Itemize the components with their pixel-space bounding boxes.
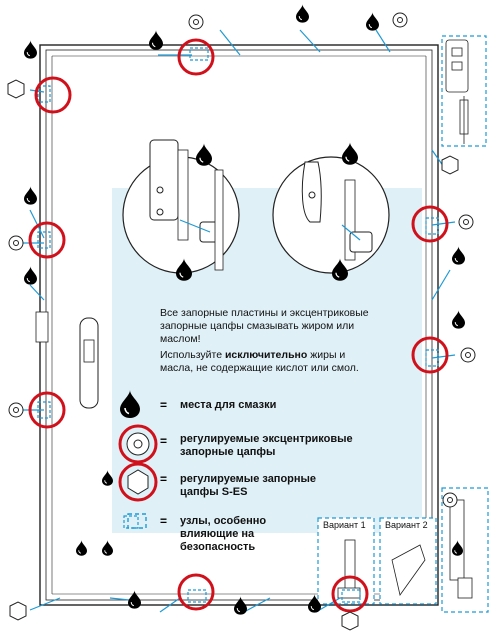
legend-equals-4: = [160,514,168,528]
ses-trunnion-icons [7,79,459,631]
highlight-circle-top [177,38,215,76]
variant-1-label: Вариант 1 [322,520,367,530]
instruction-line-5: масла, не содержащие кислот или смол. [160,362,359,374]
legend-equals-2: = [160,434,168,448]
legend-ses-line-2: цапфы S-ES [180,486,248,498]
legend-eccentric-line-2: запорные цапфы [180,446,276,458]
instruction-line-4-pre: Используйте [160,349,225,361]
highlight-circle-left-lower [28,391,66,429]
safety-brackets-frame [37,47,439,603]
legend-eccentric-icon [118,424,158,464]
instruction-emphasis: исключительно [224,349,308,361]
safety-bracket-bottom-hinge [441,487,489,613]
legend-equals-1: = [160,398,168,412]
legend-lubrication: места для смазки [180,399,277,411]
highlight-circle-left-middle [28,221,66,259]
window-handle [35,311,99,409]
legend-safety-line-2: влияющие на [180,528,255,540]
instruction-line-2: запорные цапфы смазывать жиром или [160,320,355,332]
legend-safety-line-3: безопасность [180,541,256,553]
instruction-line-3: маслом! [160,333,201,345]
legend-icons [118,424,158,529]
legend-eccentric-line-1: регулируемые эксцентриковые [180,433,353,445]
detail-view-left [122,139,240,274]
legend-ses: регулируемые запорные цапфы S-ES [180,473,380,499]
legend-safety: узлы, особенно влияющие на безопасность [180,515,310,554]
eccentric-trunnion-icons [8,12,476,508]
instruction-line-4-post: жиры и [307,349,346,361]
legend-eccentric: регулируемые эксцентриковые запорные цап… [180,433,380,459]
highlight-circle-left-upper [34,76,72,114]
legend-safety-line-1: узлы, особенно [180,515,267,527]
instruction-line-1: Все запорные пластины и эксцентриковые [160,307,369,319]
highlight-circle-right-lower [411,336,449,374]
top-hinge [445,39,469,144]
variant-2-label: Вариант 2 [384,520,429,530]
highlight-circles [28,38,449,613]
detail-view-right [272,156,390,274]
highlight-circle-bottom-left [177,573,215,611]
legend-safety-icon [127,513,147,529]
instruction-text: Все запорные пластины и эксцентриковые з… [160,307,410,375]
instruction-line-4: Используйте исключительно жиры и [160,349,410,362]
highlight-circle-bottom-right [331,575,369,613]
safety-bracket-top-hinge [441,35,487,147]
highlight-circle-right-upper [411,205,449,243]
legend-equals-3: = [160,472,168,486]
legend-ses-line-1: регулируемые запорные [180,473,317,485]
legend-ses-icon [118,462,158,502]
